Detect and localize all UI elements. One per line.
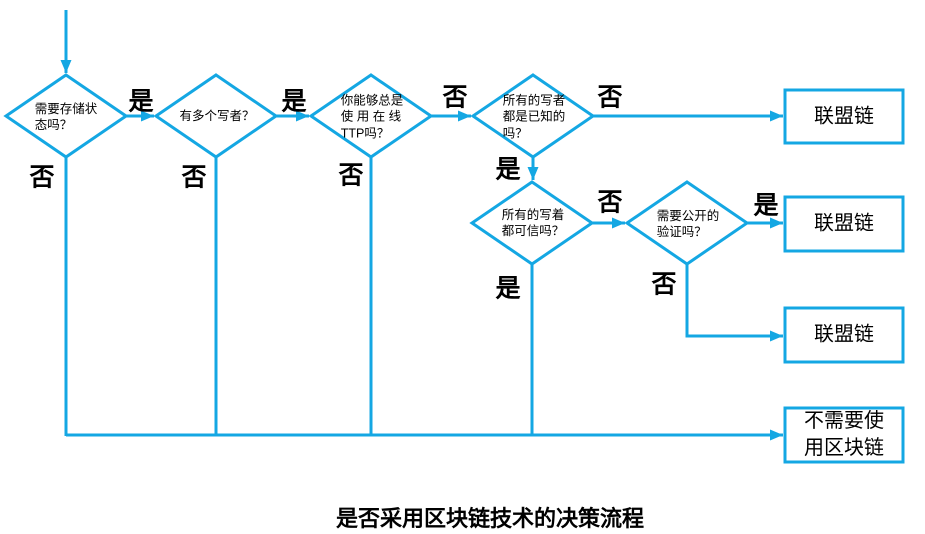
decision-diamond-store-state (3, 73, 129, 159)
edge-label-d2-yes: 是 (281, 87, 307, 116)
result-no-blockchain-label: 不需要使 用区块链 (804, 410, 884, 459)
result-consortium-chain-3-label: 联盟链 (814, 323, 874, 346)
result-consortium-chain-1-label: 联盟链 (814, 105, 874, 128)
result-consortium-chain-2-label: 联盟链 (814, 212, 874, 235)
result-box-consortium-chain-2 (783, 195, 905, 253)
edge-label-d5-yes: 是 (495, 274, 521, 303)
edge-label-d6-no: 否 (651, 270, 677, 299)
result-box-consortium-chain-1 (783, 88, 905, 145)
decision-diamond-writers-known (470, 73, 596, 159)
decision-public-verification-label: 需要公开的 验证吗？ (656, 208, 720, 239)
decision-writers-trusted-label: 所有的写着 都可信吗？ (501, 207, 565, 238)
edge-label-d4-yes: 是 (495, 155, 521, 184)
edge-label-d3-no-down: 否 (338, 161, 364, 190)
decision-diamond-public-verification (624, 180, 750, 266)
decision-diamond-online-ttp (308, 73, 434, 159)
edge-label-d5-no: 否 (597, 188, 623, 217)
decision-diamond-multiple-writers (153, 73, 279, 159)
edge-d6-to-b3 (685, 264, 783, 342)
decision-writers-known-label: 所有的写者 都是已知的 吗？ (502, 93, 566, 141)
decision-store-state-label: 需要存储状 态吗？ (34, 101, 98, 132)
edge-label-d2-no: 否 (181, 163, 207, 192)
decision-diamond-writers-trusted (469, 180, 595, 266)
edge-label-d1-no: 否 (29, 163, 55, 192)
result-box-no-blockchain (783, 406, 905, 464)
edge-label-d4-no: 否 (597, 83, 623, 112)
edge-label-d1-yes: 是 (128, 87, 154, 116)
diagram-caption: 是否采用区块链技术的决策流程 (335, 506, 645, 531)
edge-label-d6-yes: 是 (753, 191, 779, 220)
decision-online-ttp-label: 你能够总是 使 用 在 线 TTP吗？ (340, 93, 404, 141)
decision-multiple-writers-label: 有多个写者？ (179, 108, 255, 123)
result-box-consortium-chain-3 (783, 306, 905, 364)
edge-label-d3-no: 否 (442, 83, 468, 112)
